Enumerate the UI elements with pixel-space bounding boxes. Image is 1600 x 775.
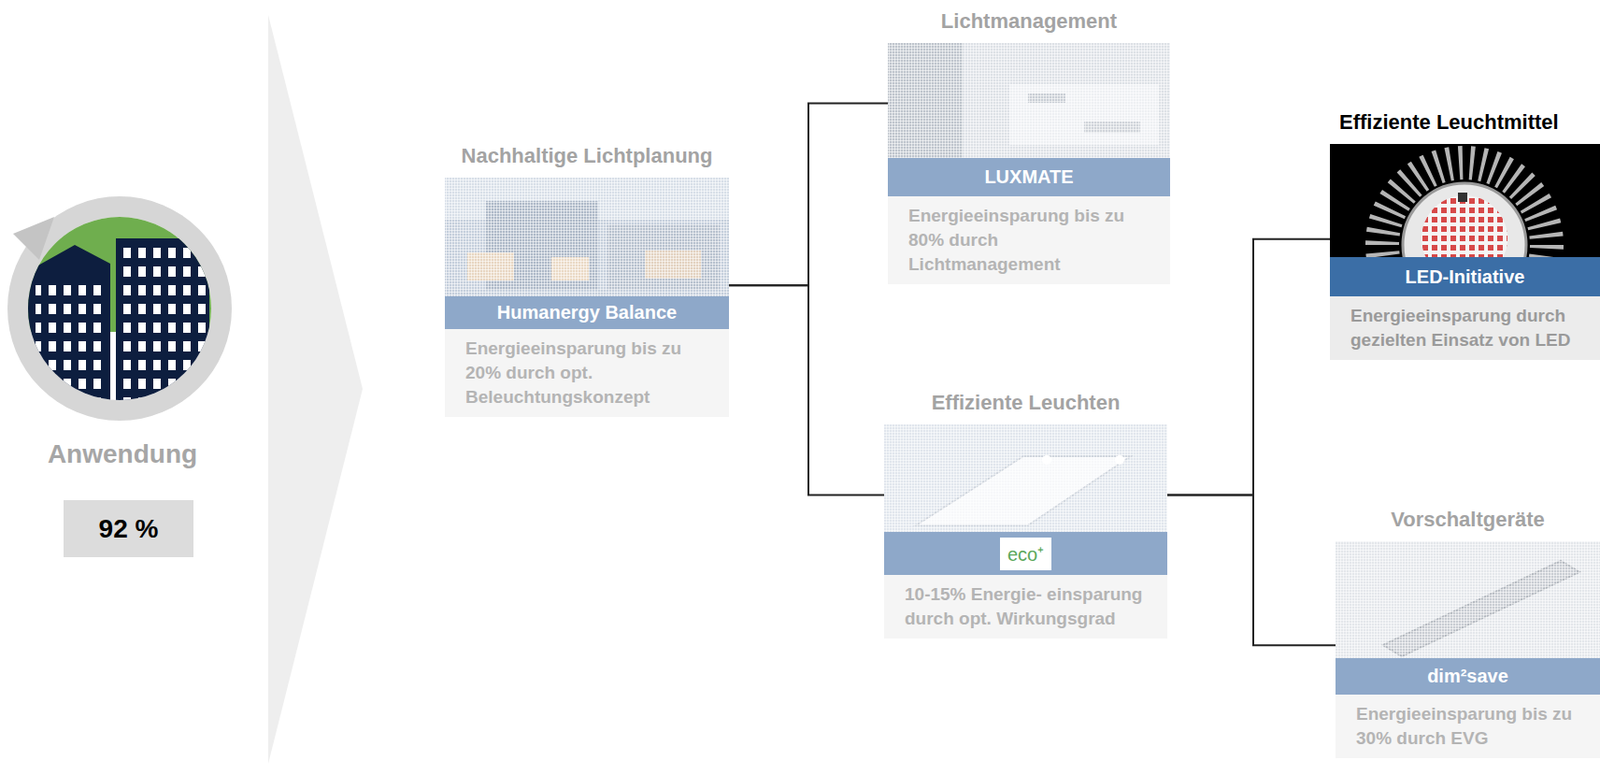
chevron [268, 14, 363, 764]
photo-frame [1335, 541, 1600, 658]
photo-room [887, 42, 1171, 158]
connector [728, 285, 885, 495]
node-body: Energieeinsparung bis zu 20% durch opt. … [444, 328, 729, 417]
node-body: Energieeinsparung durch gezielten Einsat… [1329, 296, 1600, 360]
node-body: 10-15% Energie- einsparung durch opt. Wi… [884, 574, 1168, 639]
photo-building [444, 177, 729, 297]
photo-frame [1329, 143, 1600, 258]
photo-frame [887, 42, 1171, 158]
node-heading: Lichtmanagement [887, 9, 1171, 34]
node-heading: Nachhaltige Lichtplanung [444, 143, 729, 169]
band-text: dim²save [1427, 665, 1509, 687]
process-box: Vorschaltgerätedim²saveEnergieeinsparung… [1335, 541, 1600, 758]
node-heading: Effiziente Leuchtmittel [1329, 110, 1600, 135]
photo-luminaire [884, 424, 1168, 532]
name-band: LED-Initiative [1329, 257, 1600, 297]
process-box: Effiziente LeuchtmittelLED-InitiativeEne… [1329, 143, 1600, 360]
name-band: LUXMATE [887, 157, 1171, 197]
body-text: Energieeinsparung durch gezielten Einsat… [1350, 303, 1580, 353]
band-text: LUXMATE [984, 166, 1073, 188]
body-text: Energieeinsparung bis zu 80% durch Licht… [908, 203, 1150, 277]
connector [1167, 495, 1336, 646]
name-band: Humanergy Balance [444, 296, 729, 329]
node-heading: Effiziente Leuchten [884, 390, 1168, 415]
icon-label: Anwendung [10, 439, 235, 470]
node-heading: Vorschaltgeräte [1335, 507, 1600, 532]
photo-led [1329, 143, 1600, 258]
node-body: Energieeinsparung bis zu 80% durch Licht… [887, 196, 1171, 285]
name-band: eco⁺ [884, 531, 1168, 575]
node-body: Energieeinsparung bis zu 30% durch EVG [1335, 694, 1600, 758]
process-box: LichtmanagementLUXMATEEnergieeinsparung … [887, 42, 1171, 285]
value-text: 92 % [99, 514, 159, 544]
band-text: LED-Initiative [1405, 266, 1526, 288]
process-box: Nachhaltige LichtplanungHumanergy Balanc… [444, 177, 729, 417]
photo-frame [444, 177, 729, 297]
connector [1167, 239, 1330, 496]
name-band: dim²save [1335, 657, 1600, 695]
band-text: Humanergy Balance [497, 301, 677, 324]
city-icon [7, 196, 232, 421]
process-box: Effiziente Leuchteneco⁺10-15% Energie- e… [884, 424, 1168, 639]
photo-frame [884, 424, 1168, 532]
photo-ballast [1335, 541, 1600, 658]
value-box: 92 % [63, 500, 194, 558]
body-text: Energieeinsparung bis zu 20% durch opt. … [465, 336, 709, 410]
brand-chip: eco⁺ [1000, 537, 1052, 571]
connector [728, 103, 888, 286]
body-text: Energieeinsparung bis zu 30% durch EVG [1356, 701, 1580, 751]
body-text: 10-15% Energie- einsparung durch opt. Wi… [904, 582, 1147, 631]
